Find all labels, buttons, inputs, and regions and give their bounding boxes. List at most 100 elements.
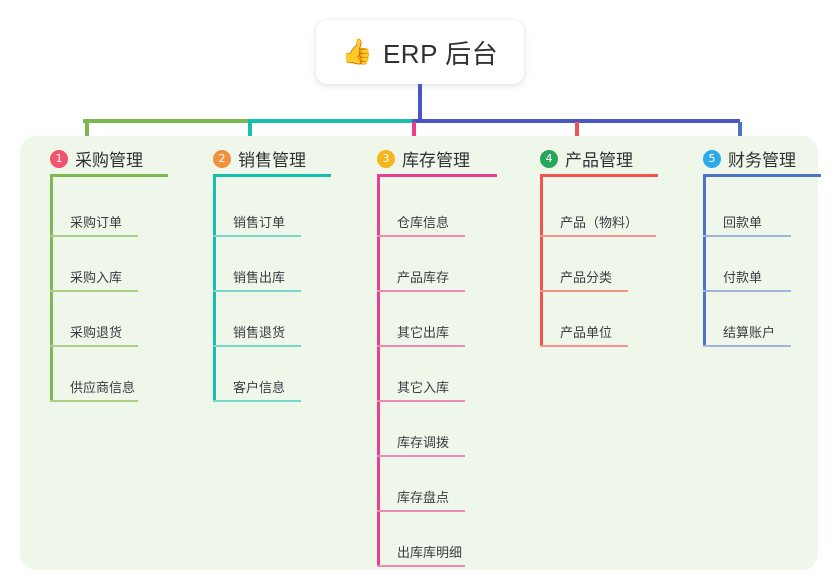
branch-item-rule (377, 455, 465, 457)
branch-header-5[interactable]: 5 财务管理 (703, 146, 796, 171)
branch-item-rule (540, 345, 628, 347)
root-node[interactable]: 👍 ERP 后台 (316, 20, 524, 84)
branch-item[interactable]: 产品（物料） (540, 212, 680, 238)
branch-item[interactable]: 客户信息 (213, 377, 353, 403)
branch-item[interactable]: 其它出库 (377, 322, 517, 348)
branch-item-label: 产品库存 (397, 270, 450, 285)
branch-item-rule (213, 290, 301, 292)
branch-item-rule (540, 235, 656, 237)
branch-title: 销售管理 (238, 151, 306, 170)
branch-item[interactable]: 供应商信息 (50, 377, 190, 403)
branch-item-rule (540, 290, 628, 292)
branch-index-badge: 1 (50, 149, 68, 168)
branch-item-rule (50, 235, 138, 237)
branch-column-2: 2 销售管理销售订单销售出库销售退货客户信息 (213, 136, 353, 570)
branch-header-rule (50, 174, 168, 177)
branch-header-rule (377, 174, 497, 177)
branch-item-rule (213, 235, 301, 237)
branch-index-badge: 5 (703, 149, 721, 168)
branch-item[interactable]: 产品单位 (540, 322, 680, 348)
branch-spine (50, 176, 53, 402)
branch-item-rule (50, 345, 138, 347)
branch-column-4: 4 产品管理产品（物料） 产品分类产品单位 (540, 136, 680, 570)
branch-item[interactable]: 采购订单 (50, 212, 190, 238)
branch-item-rule (377, 510, 465, 512)
root-stem-line (418, 84, 422, 122)
branch-item-label: 产品单位 (560, 325, 613, 340)
branch-item[interactable]: 库存盘点 (377, 487, 517, 513)
branch-item-label: 出库库明细 (397, 545, 463, 560)
branches-panel: 1 采购管理采购订单采购入库采购退货供应商信息 2 销售管理销售订单销售出库销售退货客… (20, 136, 821, 570)
root-node-content: 👍 ERP 后台 (342, 34, 498, 71)
branch-item[interactable]: 回款单 (703, 212, 839, 238)
branch-item-label: 其它出库 (397, 325, 450, 340)
branch-index-badge: 3 (377, 149, 395, 168)
branch-item-label: 采购入库 (70, 270, 123, 285)
branch-item[interactable]: 产品库存 (377, 267, 517, 293)
branch-spine (377, 176, 380, 567)
branch-item[interactable]: 销售出库 (213, 267, 353, 293)
branch-item-label: 仓库信息 (397, 215, 450, 230)
branch-item[interactable]: 产品分类 (540, 267, 680, 293)
branch-item-rule (377, 290, 465, 292)
branch-item-rule (703, 290, 791, 292)
branch-item[interactable]: 其它入库 (377, 377, 517, 403)
branch-column-5: 5 财务管理回款单付款单结算账户 (703, 136, 839, 570)
branch-item[interactable]: 采购入库 (50, 267, 190, 293)
branch-item-label: 库存盘点 (397, 490, 450, 505)
branch-item[interactable]: 销售订单 (213, 212, 353, 238)
branch-column-3: 3 库存管理仓库信息产品库存其它出库其它入库库存调拨库存盘点出库库明细 (377, 136, 517, 570)
branch-item-rule (213, 400, 301, 402)
branch-item-rule (377, 345, 465, 347)
connector-bar-indigo (412, 119, 740, 123)
branch-item[interactable]: 库存调拨 (377, 432, 517, 458)
branch-header-2[interactable]: 2 销售管理 (213, 146, 306, 171)
branch-header-rule (213, 174, 331, 177)
branch-item-rule (50, 400, 138, 402)
branch-header-rule (540, 174, 658, 177)
branch-item-label: 产品分类 (560, 270, 613, 285)
branch-title: 产品管理 (565, 151, 633, 170)
branch-item-rule (50, 290, 138, 292)
branch-item-rule (377, 565, 465, 567)
branch-header-4[interactable]: 4 产品管理 (540, 146, 633, 171)
branch-item-label: 结算账户 (723, 325, 776, 340)
branch-item[interactable]: 结算账户 (703, 322, 839, 348)
connector-bar-teal (248, 119, 414, 123)
branch-item-label: 采购订单 (70, 215, 123, 230)
connector-bar-green (83, 119, 250, 123)
branch-item-label: 库存调拨 (397, 435, 450, 450)
branch-item-rule (377, 400, 465, 402)
branch-item-label: 采购退货 (70, 325, 123, 340)
branch-index-badge: 2 (213, 149, 231, 168)
branch-title: 库存管理 (402, 151, 470, 170)
branch-item[interactable]: 仓库信息 (377, 212, 517, 238)
branch-item-rule (703, 345, 791, 347)
branch-item-label: 客户信息 (233, 380, 286, 395)
branch-item-rule (377, 235, 465, 237)
branch-item[interactable]: 出库库明细 (377, 542, 517, 568)
branch-item-label: 付款单 (723, 270, 763, 285)
branch-item-rule (213, 345, 301, 347)
branch-index-badge: 4 (540, 149, 558, 168)
branch-header-3[interactable]: 3 库存管理 (377, 146, 470, 171)
branch-header-1[interactable]: 1 采购管理 (50, 146, 143, 171)
branch-title: 财务管理 (728, 151, 796, 170)
branch-item[interactable]: 付款单 (703, 267, 839, 293)
thumbs-up-icon: 👍 (341, 37, 373, 66)
branch-spine (703, 176, 706, 347)
branch-spine (213, 176, 216, 402)
branch-header-rule (703, 174, 821, 177)
root-node-label: ERP 后台 (382, 38, 499, 69)
branch-item[interactable]: 销售退货 (213, 322, 353, 348)
branch-item[interactable]: 采购退货 (50, 322, 190, 348)
branch-item-label: 回款单 (723, 215, 763, 230)
branch-item-rule (703, 235, 791, 237)
branch-item-label: 产品（物料） (560, 215, 639, 230)
branch-item-label: 供应商信息 (70, 380, 136, 395)
branch-item-label: 销售出库 (233, 270, 286, 285)
branch-title: 采购管理 (75, 151, 143, 170)
branch-item-label: 销售退货 (233, 325, 286, 340)
branch-item-label: 销售订单 (233, 215, 286, 230)
